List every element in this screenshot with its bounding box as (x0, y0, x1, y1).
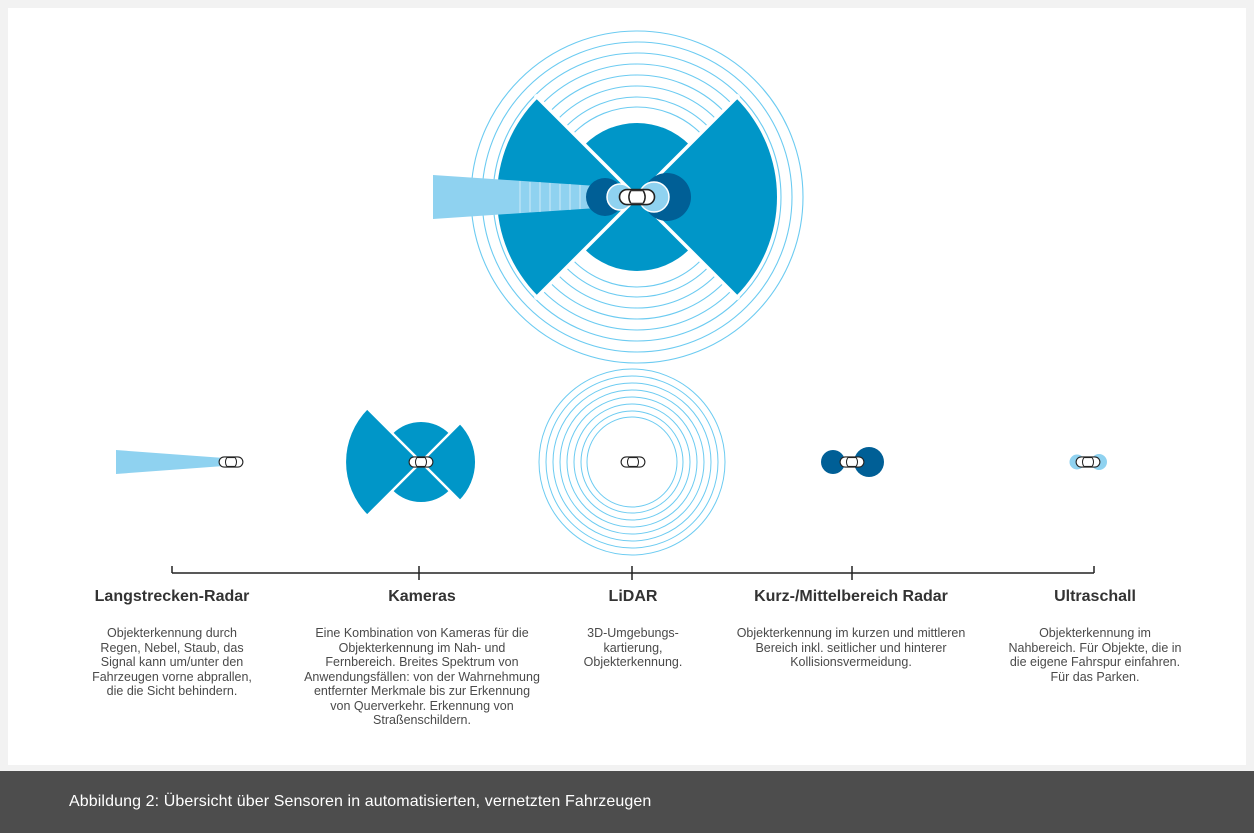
car-icon (620, 456, 646, 468)
sensor-description-long-range-radar: Objekterkennung durch Regen, Nebel, Stau… (92, 626, 252, 698)
sensor-title-ultrasonic: Ultraschall (1054, 588, 1136, 605)
short-mid-radar-diagram (821, 447, 884, 477)
car-icon (408, 456, 434, 468)
timeline-axis (171, 566, 1095, 580)
caption-bar: Abbildung 2: Übersicht über Sensoren in … (0, 771, 1254, 833)
figure-caption: Abbildung 2: Übersicht über Sensoren in … (69, 793, 652, 810)
sensor-title-cameras: Kameras (388, 588, 456, 605)
lidar-diagram (538, 368, 726, 556)
sensor-description-ultrasonic: Objekterkennung im Nahbereich. Für Objek… (1008, 626, 1182, 684)
combined-car-icon (618, 188, 656, 206)
camera-diagram (346, 406, 477, 518)
long-range-radar-diagram (116, 450, 244, 474)
sensor-title-long-range-radar: Langstrecken-Radar (94, 588, 250, 605)
combined-sensor-diagram (433, 30, 804, 364)
car-icon (218, 456, 244, 468)
sensor-description-cameras: Eine Kombination von Kameras für die Obj… (304, 626, 540, 727)
sensor-title-lidar: LiDAR (608, 588, 658, 605)
sensor-description-short-mid-radar: Objekterkennung im kurzen und mittleren … (736, 626, 966, 669)
car-icon (1075, 456, 1101, 468)
ultrasonic-diagram (1068, 453, 1108, 471)
sensor-description-lidar: 3D-Umgebungs-kartierung, Objekterkennung… (583, 626, 683, 669)
sensor-title-short-mid-radar: Kurz-/Mittelbereich Radar (754, 588, 948, 605)
car-icon (839, 456, 865, 468)
